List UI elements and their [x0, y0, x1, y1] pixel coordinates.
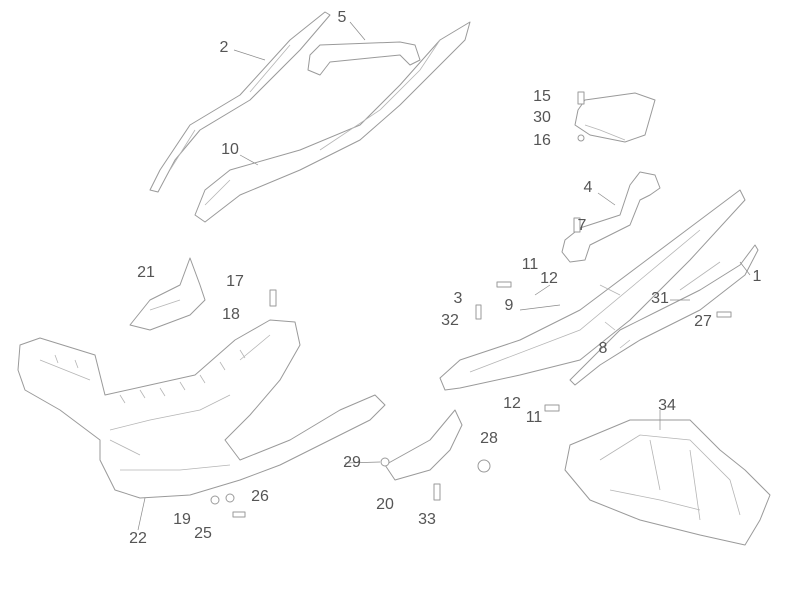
part-15-30-16-cover — [574, 91, 656, 143]
part-4-handle — [561, 171, 661, 263]
callout-28: 28 — [480, 430, 498, 447]
callout-22: 22 — [129, 530, 147, 547]
part-2-side-strip — [149, 11, 331, 193]
callout-17: 17 — [226, 273, 244, 290]
callout-12-lower: 12 — [503, 395, 521, 412]
part-1-side-strip — [569, 244, 759, 386]
callout-26: 26 — [251, 488, 269, 505]
callout-19: 19 — [173, 511, 191, 528]
callout-18: 18 — [222, 306, 240, 323]
callout-20: 20 — [376, 496, 394, 513]
callout-31: 31 — [651, 290, 669, 307]
fasteners — [210, 91, 732, 518]
part-22-front-body — [17, 319, 386, 499]
callout-21: 21 — [137, 264, 155, 281]
part-10-side-panel — [194, 21, 471, 223]
callout-29: 29 — [343, 454, 361, 471]
callout-27: 27 — [694, 313, 712, 330]
callout-8: 8 — [598, 340, 608, 357]
part-5-handle — [307, 41, 421, 76]
callout-33: 33 — [418, 511, 436, 528]
part-34-under-tray — [564, 419, 771, 546]
callout-32: 32 — [441, 312, 459, 329]
part-21-bracket — [129, 257, 206, 331]
callout-2: 2 — [219, 39, 229, 56]
callout-5: 5 — [337, 9, 347, 26]
callout-9: 9 — [504, 297, 514, 314]
part-9-side-panel — [439, 189, 746, 391]
callout-3: 3 — [453, 290, 463, 307]
leader-lines — [137, 21, 751, 531]
callout-7: 7 — [577, 217, 587, 234]
callout-1: 1 — [752, 268, 762, 285]
callout-10: 10 — [221, 141, 239, 158]
callout-15: 15 — [533, 88, 551, 105]
callout-34: 34 — [658, 397, 676, 414]
callout-11-upper: 11 — [521, 256, 539, 273]
callout-12-upper: 12 — [540, 270, 558, 287]
callout-11-lower: 11 — [525, 409, 543, 426]
callout-25: 25 — [194, 525, 212, 542]
part-20-bracket — [384, 409, 463, 481]
callout-4: 4 — [583, 179, 593, 196]
callout-30: 30 — [533, 109, 551, 126]
callout-16: 16 — [533, 132, 551, 149]
